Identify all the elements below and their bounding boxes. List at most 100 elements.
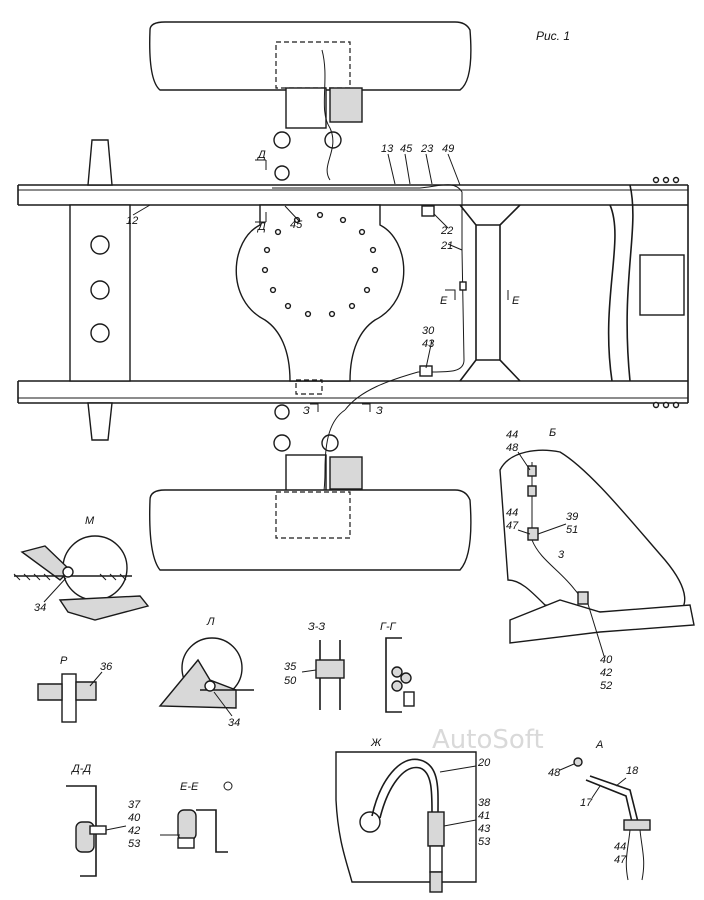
view-zz-label-50: 50 [284,675,297,687]
axle-bolt [316,211,324,219]
rear-crossmember-right [499,204,521,382]
top-kingpin-left [273,131,291,149]
view-zh-label-41: 41 [478,810,490,822]
view-m-label-34: 34 [34,602,46,614]
view-b-label-47: 47 [506,520,519,532]
view-a-wires [625,829,645,881]
cut-label-e-right: Е [512,295,520,307]
view-zz-clamp [315,659,345,679]
view-b-clip-2 [527,485,537,497]
cut-label-e-left: Е [440,295,448,307]
view-b-label-44b: 44 [506,507,518,519]
view-zh-title: Ж [370,737,382,749]
top-brake-hose [321,49,334,181]
bottom-brake-chamber [329,456,363,490]
view-a-leaders [559,763,627,799]
view-r-leader [89,671,103,687]
view-gg-bolt [403,691,415,707]
view-b-title: Б [549,427,556,439]
view-zz: З-З 35 50 [284,621,345,710]
rear-frame-bolt [662,176,670,184]
label-21: 21 [440,240,453,252]
bottom-kingpin-right [321,434,339,452]
view-m-fitting [62,566,74,578]
view-b-frame [509,599,695,644]
view-dd-label-40: 40 [128,812,141,824]
top-tire [149,21,472,91]
bottom-spindle [285,454,327,496]
view-zh-leaders [439,765,477,827]
view-a-bolt [573,757,583,767]
view-b-clip-1 [527,465,537,477]
rear-bumper-block [639,254,685,316]
watermark: AutoSoft [432,725,544,755]
rear-frame-bolts [652,176,680,409]
view-a-label-18: 18 [626,765,639,777]
rear-frame-bolt [652,401,660,409]
cut-label-z-right: З [376,405,383,417]
view-gg-title: Г-Г [380,621,397,633]
cut-label-z-left: З [303,405,310,417]
label-45-left: 45 [290,219,303,231]
view-r-nut-left [37,683,63,701]
axle-bolt [358,228,366,236]
view-zh-label-20: 20 [477,757,491,769]
view-dd-label-37: 37 [128,799,141,811]
view-l-title: Л [206,616,215,628]
rear-frame-bolt [672,176,680,184]
label-49: 49 [442,143,454,155]
cut-mark-e [445,289,509,300]
view-a-pipe [589,775,639,823]
view-a-label-44: 44 [614,841,626,853]
view-ee: Е-Е [160,781,233,853]
view-b-body [499,449,686,616]
view-a-clamp [623,819,651,831]
view-b-label-3: 3 [558,549,565,561]
rear-crossmember-web [476,224,500,361]
view-b-label-48: 48 [506,442,519,454]
view-zh-grommet [359,811,381,833]
view-zh-hose-end [429,871,443,893]
view-zh-label-38: 38 [478,797,491,809]
view-dd-leader [105,825,127,831]
axle-bolt [293,216,301,224]
cut-mark-z [310,403,371,412]
main-view: 12 13 45 23 49 45 22 21 30 43 Д Д Е Е З … [17,21,689,571]
rear-frame-bolt [652,176,660,184]
rear-frame-curve [626,184,634,382]
view-gg-pipe-3 [391,680,403,692]
view-zh-label-53: 53 [478,836,491,848]
axle-housing [235,204,405,382]
bottom-hub-hidden-2 [275,491,351,539]
view-b-label-39: 39 [566,511,578,523]
axle-bolt [363,286,371,294]
view-r-nut-right [75,681,97,701]
crossmember-hole-3 [90,323,110,343]
front-spring-bracket-bottom [87,402,113,441]
top-joint [274,165,290,181]
view-zh-coupling [429,845,443,873]
axle-bolt [274,228,282,236]
rear-frame-curve-2 [607,204,616,382]
view-zh: Ж 20 38 41 43 53 [335,737,491,893]
view-zz-leader [301,669,317,673]
bottom-hub-hidden [295,379,323,395]
view-zz-label-35: 35 [284,661,297,673]
view-dd-title: Д-Д [70,763,91,775]
view-ee-title: Е-Е [180,781,199,793]
crossmember-hole-1 [90,235,110,255]
label-30: 30 [422,325,435,337]
view-m-base [58,595,150,621]
view-r-label-36: 36 [100,661,113,673]
view-dd-bolt [89,825,107,835]
view-b-pipe [531,462,586,603]
front-spring-bracket-top [87,139,113,186]
cut-mark-d [255,159,267,223]
view-zh-hose [371,758,439,817]
view-b-label-40: 40 [600,654,613,666]
label-22: 22 [440,225,453,237]
axle-bolt [371,266,379,274]
view-gg: Г-Г [380,621,415,713]
